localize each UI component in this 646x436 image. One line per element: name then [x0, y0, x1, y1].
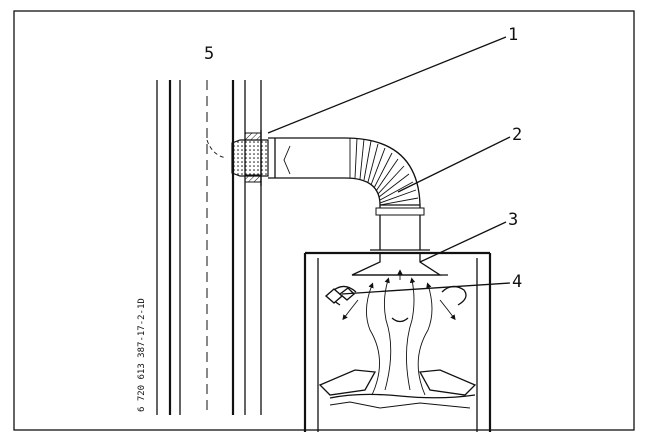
- diagram-border: [13, 10, 635, 431]
- callout-1: 1: [508, 25, 518, 45]
- flue-gas-sensor: [324, 287, 356, 304]
- callout-3: 3: [508, 210, 518, 230]
- vertical-flue-pipe: [370, 204, 430, 251]
- horizontal-flue-pipe: [268, 137, 345, 179]
- callout-2: 2: [512, 125, 522, 145]
- flexible-bend: [344, 137, 421, 206]
- callout-4: 4: [512, 272, 522, 292]
- wall-terminal: [231, 130, 269, 186]
- appliance-casing: [303, 251, 492, 432]
- chimney-wall: [156, 80, 262, 415]
- callout-leader-lines: [267, 36, 511, 295]
- callout-5: 5: [204, 44, 214, 64]
- flue-gas-flow-arrows: [342, 269, 456, 396]
- burner-base: [318, 369, 477, 409]
- document-id: 6 720 613 387-17-2-1D: [137, 298, 147, 412]
